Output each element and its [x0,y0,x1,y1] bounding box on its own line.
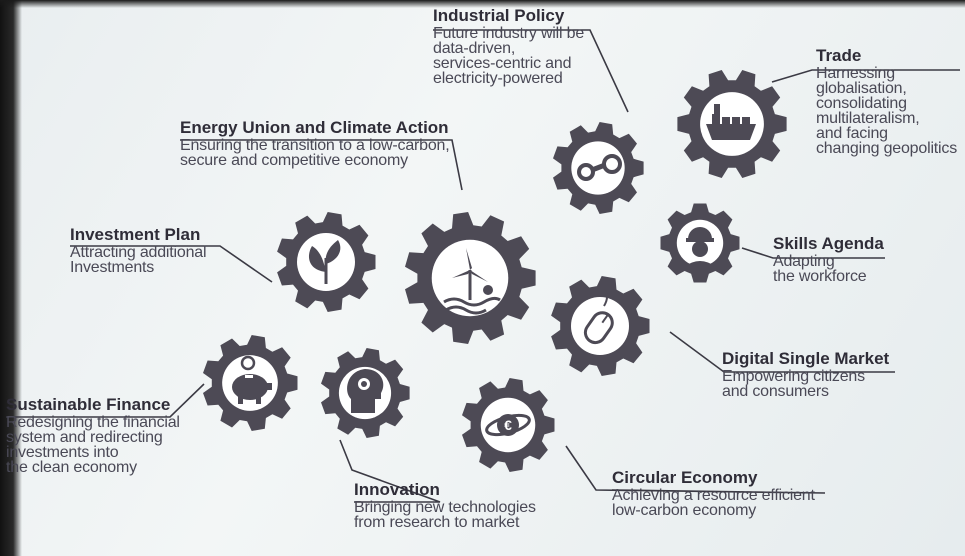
energy-union-description: Ensuring the transition to a low-carbon,… [180,137,450,169]
connector-digital-single-market [669,331,895,373]
connector-trade [771,69,960,83]
worker-icon [684,227,716,267]
connector-innovation [339,439,441,503]
industrial-policy-description: Future industry will be data-driven, ser… [433,25,585,87]
label-circular-economy: Circular Economy Achieving a resource ef… [612,468,815,519]
lightbulb-head-icon [347,369,384,413]
sustainable-finance-description: Redesigning the financial system and red… [6,414,180,476]
label-investment-plan: Investment Plan Attracting additional In… [70,225,207,276]
label-innovation: Innovation Bringing new technologies fro… [354,480,536,531]
connector-sustainable-finance [6,383,205,418]
digital-single-market-description: Empowering citizens and consumers [722,368,865,400]
cargo-ship-icon [706,104,756,140]
plant-sprout-icon [308,240,341,284]
label-trade: Trade Harnessing globalisation, consolid… [816,46,957,157]
connector-circular-economy [565,445,826,494]
digital-single-market-title: Digital Single Market [722,349,890,368]
trade-description: Harnessing globalisation, consolidating … [816,65,957,157]
gear-digital-single-market-face [571,297,629,355]
sustainable-finance-title: Sustainable Finance [6,395,171,414]
computer-mouse-icon [583,289,614,345]
skills-agenda-description: Adapting the workforce [773,253,867,285]
connector-lines [6,29,960,503]
label-skills-agenda: Skills Agenda Adapting the workforce [773,234,884,285]
energy-union-title: Energy Union and Climate Action [180,118,449,137]
svg-text:€: € [504,417,512,433]
gear-digital-single-market [551,276,650,376]
steam-pipe-icon [577,154,622,181]
connector-skills-agenda [741,247,885,259]
wind-turbine-icon [443,248,501,315]
label-digital-single-market: Digital Single Market Empowering citizen… [722,349,890,400]
euro-coin-icon: € [485,413,531,437]
industrial-policy-title: Industrial Policy [433,6,565,25]
trade-title: Trade [816,46,862,65]
icons-layer: € [232,104,756,437]
connector-investment-plan [70,245,273,283]
investment-plan-description: Attracting additional Investments [70,244,207,276]
label-industrial-policy: Industrial Policy Future industry will b… [433,6,585,87]
innovation-description: Bringing new technologies from research … [354,499,536,531]
skills-agenda-title: Skills Agenda [773,234,884,253]
circular-economy-description: Achieving a resource efficient low-carbo… [612,487,815,519]
connector-energy-union [180,139,463,191]
connector-industrial-policy [433,29,629,113]
label-sustainable-finance: Sustainable Finance Redesigning the fina… [6,395,180,476]
circular-economy-title: Circular Economy [612,468,758,487]
screen-top-edge [0,0,965,8]
investment-plan-title: Investment Plan [70,225,201,244]
piggy-bank-icon [232,355,272,404]
innovation-title: Innovation [354,480,440,499]
label-energy-union: Energy Union and Climate Action Ensuring… [180,118,450,169]
